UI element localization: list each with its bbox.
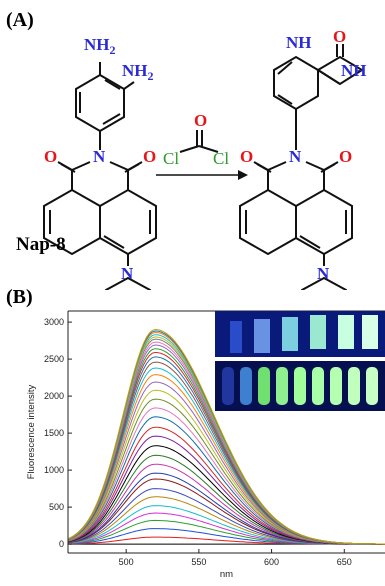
y-axis-label: Fluorescence intensity [26,384,37,479]
product-imide-oxygen-left: O [240,147,253,166]
inset-photo-strips-under-uv [215,311,385,357]
reactant-aminophenyl-ring [75,73,125,133]
y-tick-label: 3000 [44,317,64,327]
y-tick-label: 0 [59,539,64,549]
product-imide-nitrogen: N [289,147,302,166]
product-molecule [239,44,364,290]
reaction-scheme: (A) NH2 NH2 N O O N Nap-8 O Cl Cl [6,9,367,290]
spectrum-curve [67,328,385,545]
y-tick-label: 2000 [44,391,64,401]
reaction-arrow [156,170,248,180]
x-tick-label: 500 [119,557,134,567]
x-tick-label: 550 [191,557,206,567]
reagent-chlorine-left: Cl [163,149,179,168]
reactant-amine-2: NH2 [122,61,154,83]
compound-label: Nap-8 [16,234,66,255]
reactant-amine-1: NH2 [84,35,116,57]
spectrum-curve [67,488,385,545]
product-piperidine-nitrogen: N [317,264,330,283]
product-nh-1: NH [286,33,312,52]
reagent-chlorine-right: Cl [213,149,229,168]
x-tick-label: 600 [264,557,279,567]
x-tick-label: 650 [337,557,352,567]
product-nh-2: NH [341,61,367,80]
inset-photo-strips [215,311,385,411]
panel-label-b: (B) [6,286,33,308]
reactant-imide-oxygen-right: O [143,147,156,166]
reagent-phosgene: O Cl Cl [163,111,229,168]
reagent-oxygen: O [194,111,207,130]
y-tick-label: 500 [49,502,64,512]
panel-label-a: (A) [6,9,34,31]
spectra-curves [67,328,385,545]
reactant-imide-oxygen-left: O [44,147,57,166]
product-imide-oxygen-right: O [339,147,352,166]
reactant-molecule [43,62,157,290]
reactant-piperidine-nitrogen: N [121,264,134,283]
x-axis-label: nm [220,569,233,580]
chart-axes: 0 500 1000 1500 2000 2500 3000 500 550 600 650 [44,310,385,567]
y-tick-label: 1000 [44,465,64,475]
spectrum-curve [67,528,385,545]
fluorescence-spectra-chart: (B) 0 500 1000 1500 2000 2500 3000 500 550 600 650… [6,286,385,580]
y-tick-label: 1500 [44,428,64,438]
product-carbonyl-oxygen: O [333,27,346,46]
y-tick-label: 2500 [44,354,64,364]
reactant-imide-nitrogen: N [93,147,106,166]
